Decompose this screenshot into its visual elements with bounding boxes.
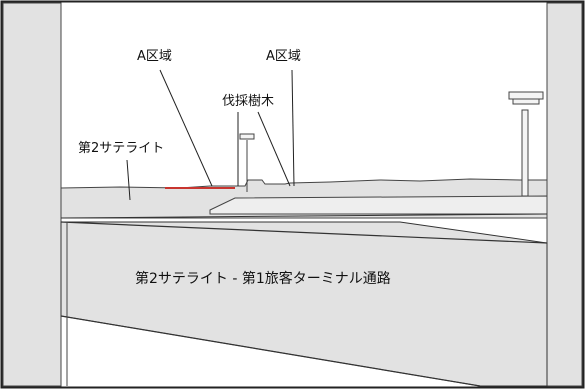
leader-zone-a-right (291, 69, 295, 187)
left-pillar (2, 2, 62, 387)
label-zone-a-left: A区域 (137, 49, 172, 64)
leader-felled-trees-2 (257, 111, 291, 187)
light-pole-right (508, 91, 544, 197)
leader-zone-a-left (159, 69, 213, 187)
light-pole-center (239, 133, 255, 192)
leader-satellite (126, 159, 131, 201)
label-satellite-2: 第2サテライト (78, 141, 165, 156)
label-felled-trees: 伐採樹木 (222, 94, 275, 109)
apron (209, 195, 548, 215)
label-corridor: 第2サテライト - 第1旅客ターミナル通路 (135, 271, 391, 287)
corridor-edge-bottom (60, 315, 481, 387)
corridor-edge-top (60, 221, 548, 244)
corridor-ledge (60, 213, 548, 219)
label-zone-a-right: A区域 (266, 49, 301, 64)
right-pillar (546, 2, 583, 387)
